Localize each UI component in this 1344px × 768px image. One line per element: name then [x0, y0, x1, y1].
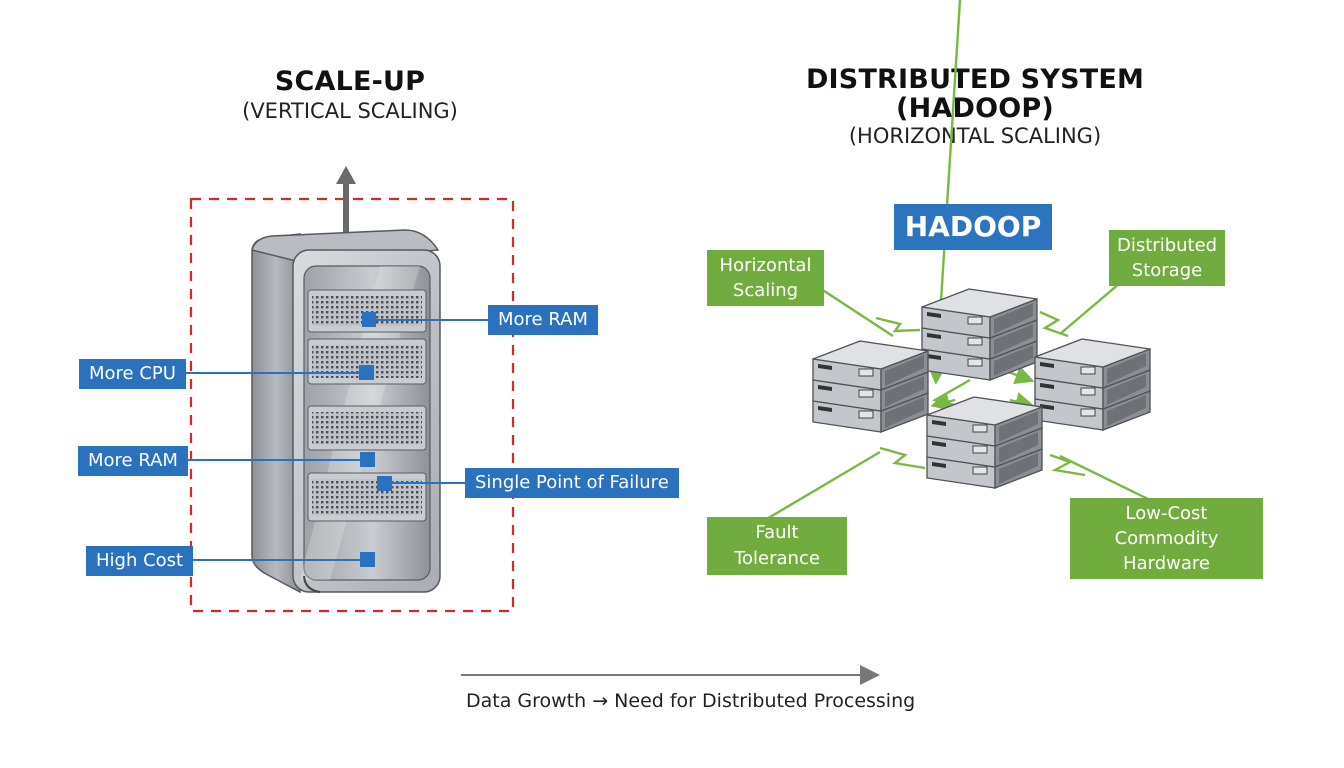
label-line: Scaling — [732, 280, 799, 301]
drive-bay — [307, 405, 427, 451]
label-horizontal-scaling: Horizontal Scaling — [707, 250, 824, 306]
drive-bay — [307, 472, 427, 522]
connector-more-ram-right — [362, 312, 490, 327]
label-line: Distributed — [1117, 235, 1218, 256]
scale-up-title: SCALE-UP — [274, 66, 426, 97]
label-line: Fault Tolerance — [734, 522, 820, 569]
label-line: Hardware — [1123, 553, 1210, 574]
server-tower-icon — [251, 229, 441, 594]
label-more-ram-right: More RAM — [488, 305, 598, 335]
label-fault-tolerance: Fault Tolerance — [707, 517, 847, 575]
distributed-title-line2: (HADOOP) — [896, 93, 1054, 124]
server-node-icon — [926, 396, 1043, 489]
connector-high-cost — [184, 552, 375, 567]
server-node-icon — [1034, 338, 1151, 431]
label-line: Low-Cost Commodity — [1114, 503, 1219, 549]
connector-single-point-of-failure — [377, 476, 466, 491]
green-connectors — [764, 281, 1151, 522]
scale-up-subtitle: (VERTICAL SCALING) — [242, 99, 458, 123]
scale-up-title-block: SCALE-UP (VERTICAL SCALING) — [220, 66, 480, 123]
label-more-ram-left: More RAM — [78, 446, 188, 476]
label-single-point-of-failure: Single Point of Failure — [465, 468, 679, 498]
distributed-title-line1: DISTRIBUTED SYSTEM — [805, 64, 1145, 95]
label-high-cost: High Cost — [86, 546, 194, 576]
scale-up-boundary — [189, 197, 515, 613]
label-low-cost-hardware: Low-Cost Commodity Hardware — [1070, 498, 1263, 579]
connector-more-ram-left — [184, 452, 375, 467]
server-node-icon — [812, 340, 929, 433]
label-line: Storage — [1131, 260, 1203, 281]
footer-caption: Data Growth → Need for Distributed Proce… — [466, 690, 916, 712]
label-more-cpu: More CPU — [79, 359, 186, 389]
server-node-icon — [921, 288, 1038, 381]
label-line: Horizontal — [719, 255, 812, 276]
connector-more-cpu — [184, 365, 374, 380]
distributed-title-block: DISTRIBUTED SYSTEM (HADOOP) (HORIZONTAL … — [790, 64, 1160, 148]
label-distributed-storage: Distributed Storage — [1109, 230, 1225, 286]
distributed-subtitle: (HORIZONTAL SCALING) — [848, 124, 1102, 148]
hadoop-badge: HADOOP — [894, 204, 1052, 250]
